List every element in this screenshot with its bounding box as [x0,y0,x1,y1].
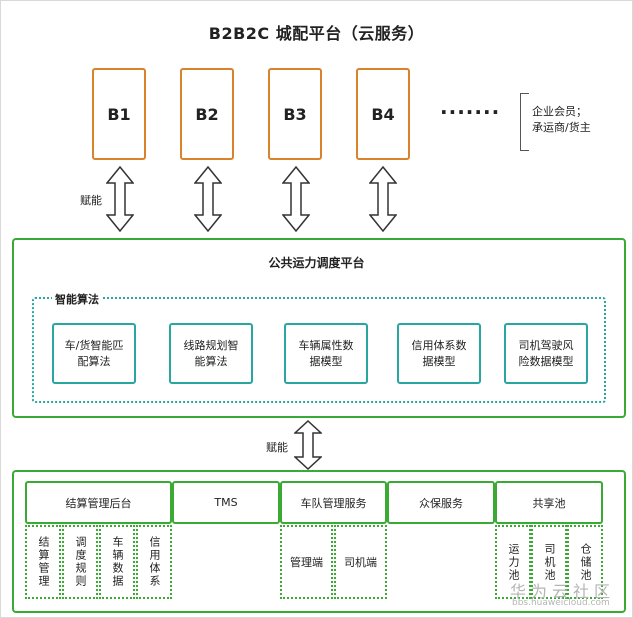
algorithms-area [32,297,606,403]
fleet-sub: 司机端 [334,525,387,599]
settlement-sub-label: 结算管理 [37,536,50,588]
b-node-1: B1 [92,68,146,160]
algorithm-box: 司机驾驶风险数据模型 [504,323,588,384]
pool-sub: 仓储池 [567,525,603,599]
service-insurance: 众保服务 [387,481,495,524]
settlement-sub: 调度规则 [62,525,98,599]
members-line-2: 承运商/货主 [532,121,591,134]
double-arrow-icon [194,166,222,232]
diagram-title: B2B2C 城配平台（云服务） [208,24,425,43]
double-arrow-icon [282,166,310,232]
service-settlement-backend: 结算管理后台 [25,481,172,524]
algorithm-box: 车/货智能匹配算法 [52,323,136,384]
members-line-1: 企业会员； [532,105,587,118]
b-node-4: B4 [356,68,410,160]
service-tms: TMS [172,481,280,524]
settlement-sub: 信用体系 [136,525,172,599]
platform-title: 公共运力调度平台 [268,256,365,270]
public-capacity-platform [12,238,626,418]
b-node-3: B3 [268,68,322,160]
algorithms-label: 智能算法 [52,291,102,307]
service-shared-pool: 共享池 [495,481,603,524]
pool-sub-label: 司机池 [543,542,556,582]
algorithm-box: 车辆属性数据模型 [284,323,368,384]
settlement-sub-label: 信用体系 [148,536,161,588]
pool-sub: 司机池 [531,525,567,599]
algorithm-box: 信用体系数据模型 [397,323,481,384]
pool-sub: 运力池 [495,525,531,599]
fleet-sub: 管理端 [280,525,333,599]
fleet-sub-label: 管理端 [290,556,323,569]
double-arrow-icon [369,166,397,232]
settlement-sub-label: 车辆数据 [111,536,124,588]
pool-sub-label: 仓储池 [579,542,592,582]
pool-sub-label: 运力池 [507,542,520,582]
empower-label-mid: 赋能 [266,441,288,454]
algorithm-box: 线路规划智能算法 [169,323,253,384]
double-arrow-icon [294,420,322,470]
members-note: 企业会员； 承运商/货主 [532,104,591,136]
members-bracket [520,93,529,151]
empower-label-top: 赋能 [80,194,102,207]
service-fleet-management: 车队管理服务 [280,481,387,524]
settlement-sub: 车辆数据 [99,525,135,599]
settlement-sub-label: 调度规则 [74,536,87,588]
b-node-2: B2 [180,68,234,160]
settlement-sub: 结算管理 [25,525,61,599]
fleet-sub-label: 司机端 [344,556,377,569]
double-arrow-icon [106,166,134,232]
watermark-text: 华为云社区 [510,582,616,601]
watermark-url: bbs.huaweicloud.com [512,598,610,608]
more-nodes-ellipsis: ······· [440,100,501,124]
services-layer [12,470,626,613]
